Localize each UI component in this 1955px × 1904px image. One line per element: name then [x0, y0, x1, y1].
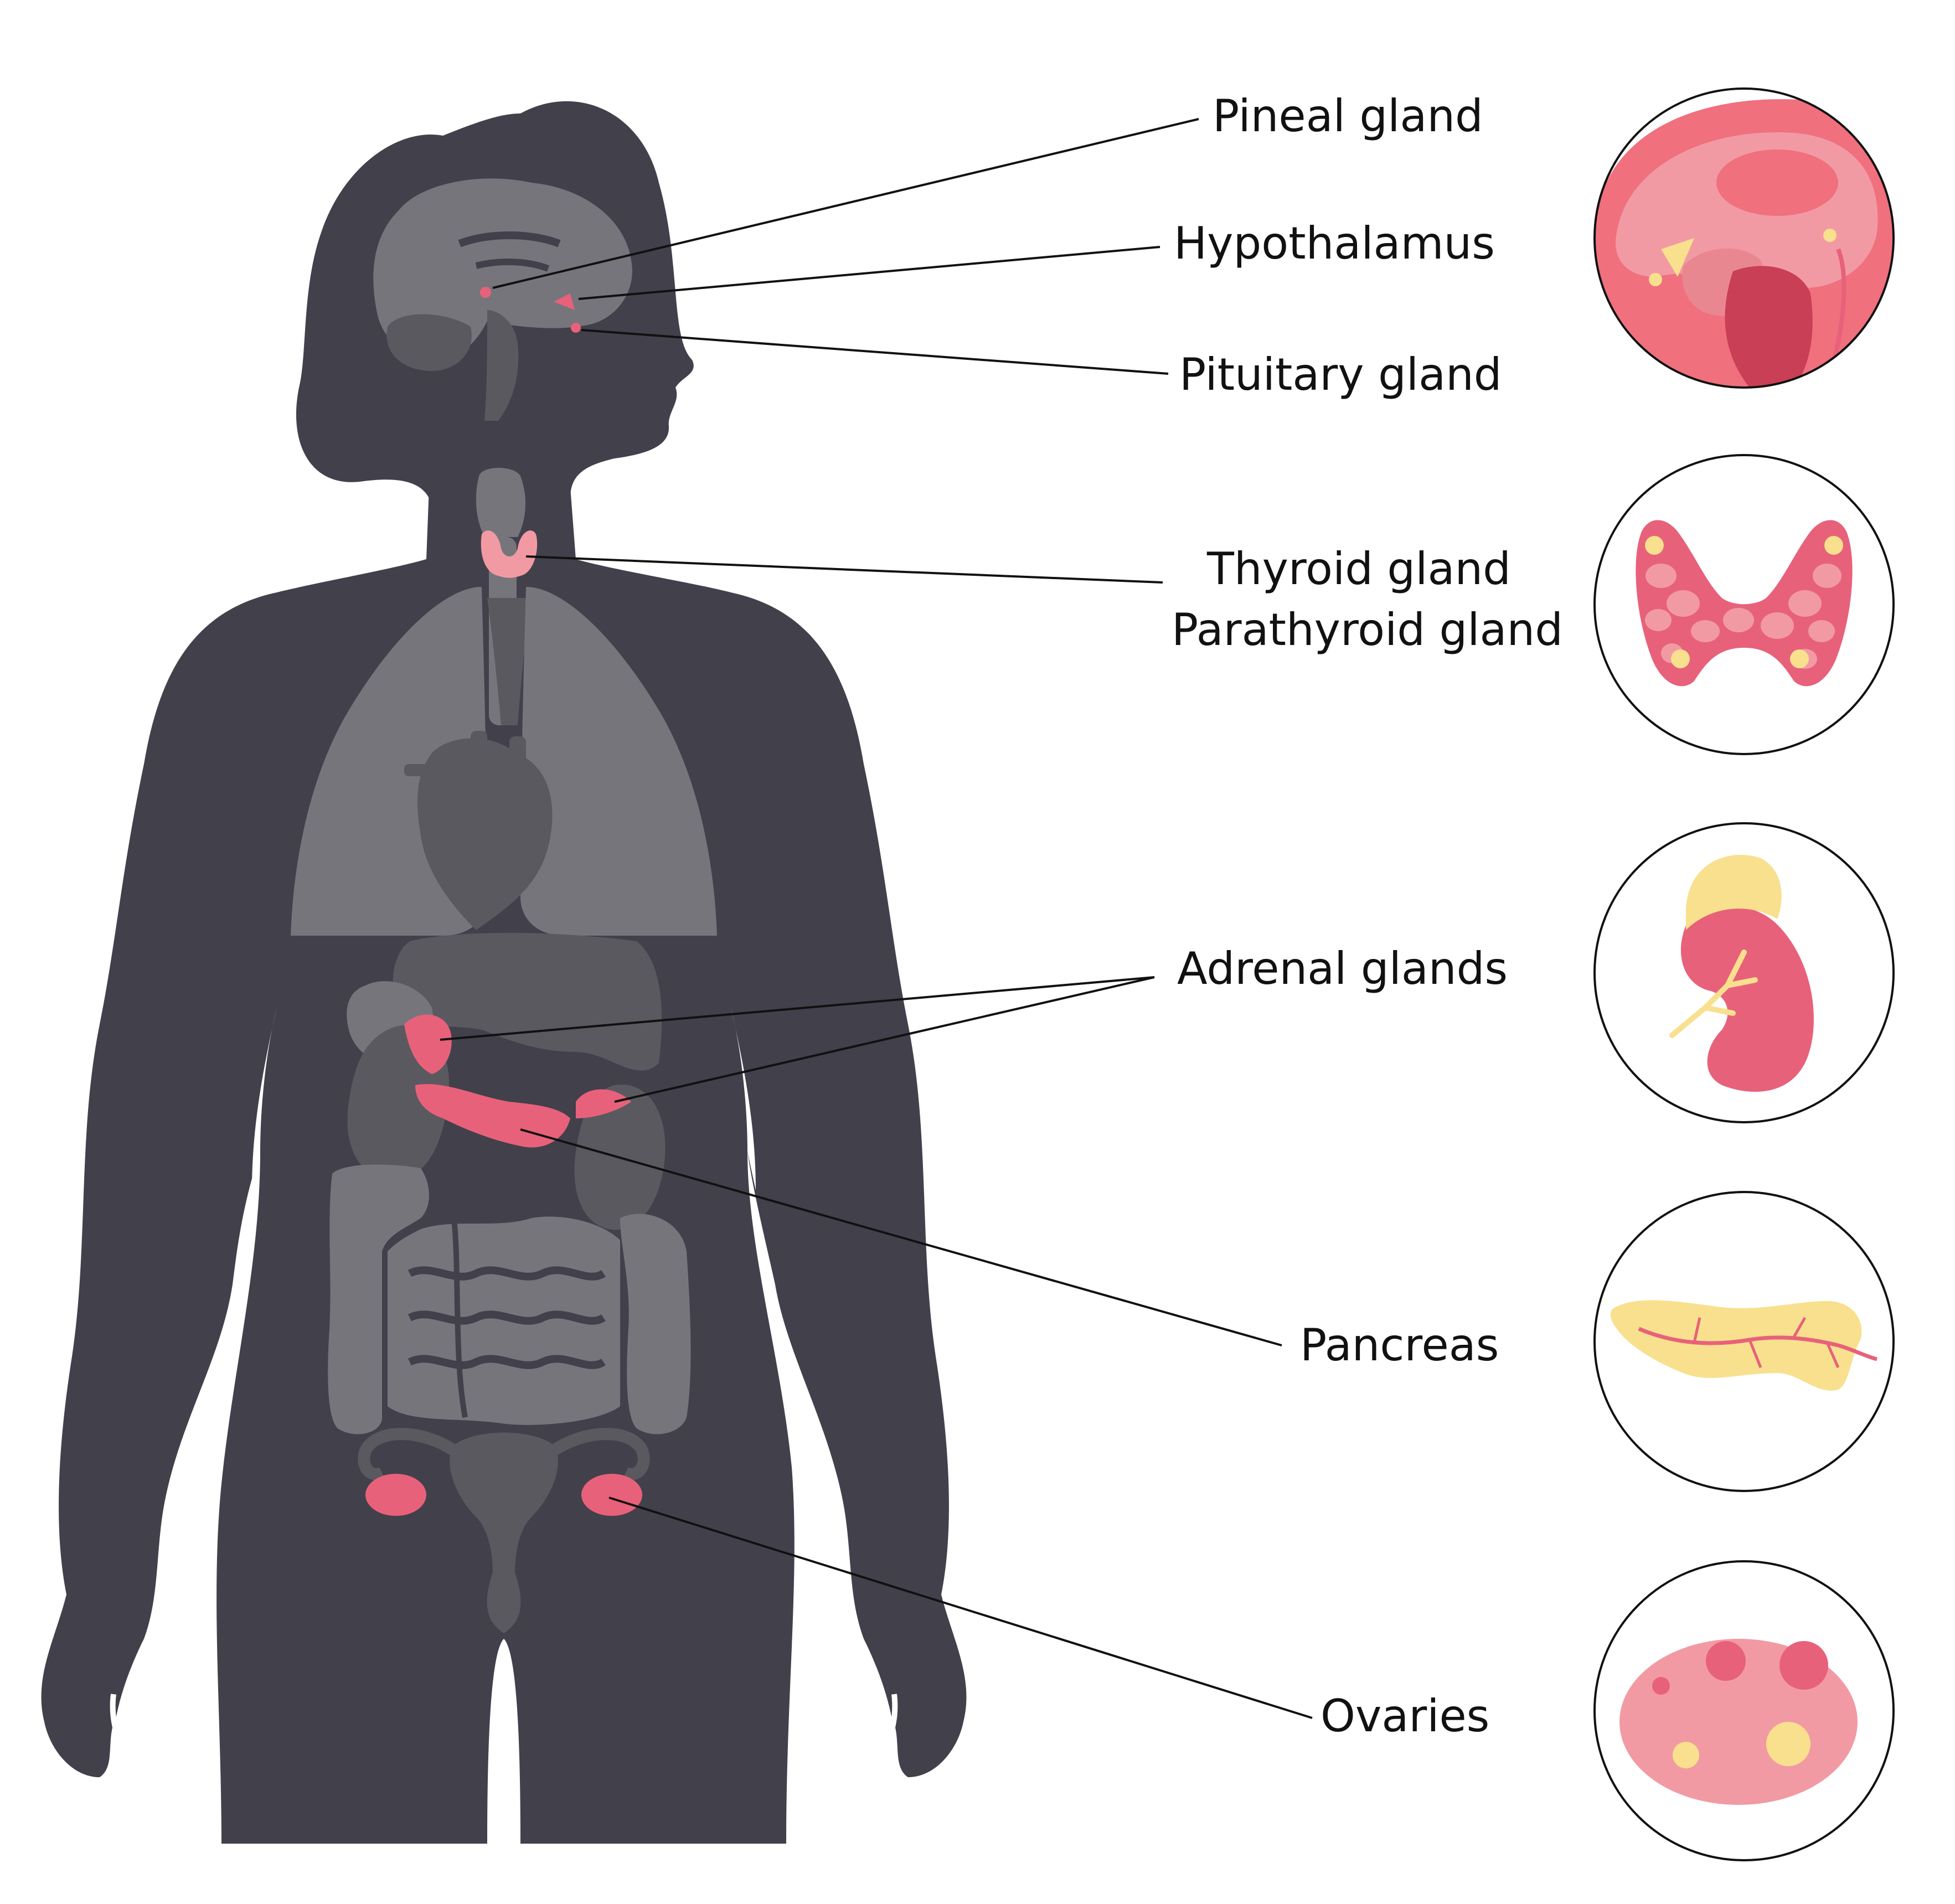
adrenal-right — [576, 1089, 631, 1118]
ovary-left — [365, 1474, 426, 1516]
thyroid-detail-icon — [1593, 454, 1895, 755]
neck-organs — [476, 468, 538, 725]
body-silhouette — [41, 101, 967, 1844]
thyroid-shape — [481, 530, 538, 578]
label-adrenal: Adrenal glands — [1177, 943, 1508, 994]
label-ovaries: Ovaries — [1320, 1690, 1490, 1742]
kidney-adrenal-detail-icon — [1593, 822, 1895, 1123]
heart — [404, 731, 553, 930]
brain-detail-icon — [1593, 87, 1895, 389]
pituitary-dot — [571, 323, 581, 333]
leader-lines — [440, 118, 1313, 1719]
intestines — [328, 1164, 691, 1435]
ovary-right — [581, 1474, 642, 1516]
ovary-detail-icon — [1593, 1560, 1895, 1861]
pancreas-detail-icon — [1593, 1191, 1895, 1492]
brain — [373, 178, 632, 421]
adrenal-left — [404, 1014, 452, 1074]
label-hypothalamus: Hypothalamus — [1174, 218, 1495, 269]
pineal-dot — [480, 287, 491, 298]
label-pituitary: Pituitary gland — [1179, 349, 1502, 400]
label-parathyroid: Parathyroid gland — [1172, 604, 1564, 656]
label-pineal: Pineal gland — [1213, 90, 1483, 142]
label-pancreas: Pancreas — [1300, 1319, 1499, 1371]
hypothalamus-mark — [554, 293, 575, 310]
reproductive — [358, 1428, 650, 1633]
label-thyroid: Thyroid gland — [1207, 543, 1511, 595]
